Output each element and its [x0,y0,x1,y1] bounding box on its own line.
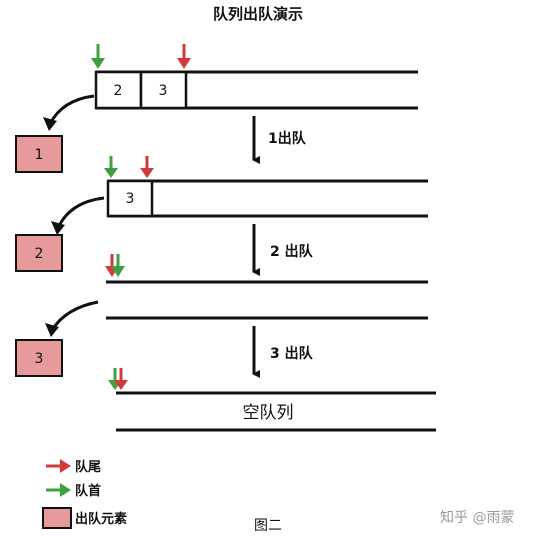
step-label-1: 1出队 [268,130,307,147]
head-pointer-arrow [104,156,118,178]
queue-stage-2: 3 2 [15,156,428,272]
queue-stage-1: 2 3 1 [15,44,418,173]
dequeue-curve-arrow [43,94,95,131]
figure-caption: 图二 [254,518,282,534]
queue-stage-3: 3 [15,254,428,377]
dequeued-element-value: 2 [35,246,44,262]
queue-cell [139,70,188,110]
legend-dequeued-swatch [42,507,72,529]
empty-queue-label: 空队列 [243,403,294,423]
dequeued-element-box [15,339,63,377]
legend-dequeued-label: 出队元素 [75,511,127,527]
legend-head-label: 队首 [75,483,101,499]
tail-pointer-arrow [177,44,191,69]
dequeued-element-box [15,135,63,173]
diagram-title: 队列出队演示 [213,5,303,23]
queue-cell-value: 3 [126,191,135,207]
dequeued-element-box [15,234,63,272]
tail-pointer-arrow [140,156,154,178]
queue-cell-value: 2 [114,83,123,99]
head-pointer-arrow [111,254,125,277]
legend-tail-label: 队尾 [75,460,101,475]
head-pointer-arrow [91,44,105,69]
dequeued-element-value: 3 [35,351,44,367]
watermark: 知乎 @雨蒙 [440,509,514,526]
legend-head-arrow-icon [46,483,71,497]
tail-pointer-arrow [114,368,128,390]
step-label-2: 2 出队 [270,243,314,260]
dequeued-element-value: 1 [35,147,44,163]
dequeue-curve-arrow [45,300,99,337]
legend-tail-arrow-icon [46,459,71,473]
queue-cell [106,179,154,218]
queue-empty: 空队列 [108,368,436,432]
queue-cell-value: 3 [159,83,168,99]
legend: 队尾 队首 出队元素 [42,459,127,529]
dequeue-curve-arrow [51,196,105,235]
step-label-3: 3 出队 [270,345,314,362]
